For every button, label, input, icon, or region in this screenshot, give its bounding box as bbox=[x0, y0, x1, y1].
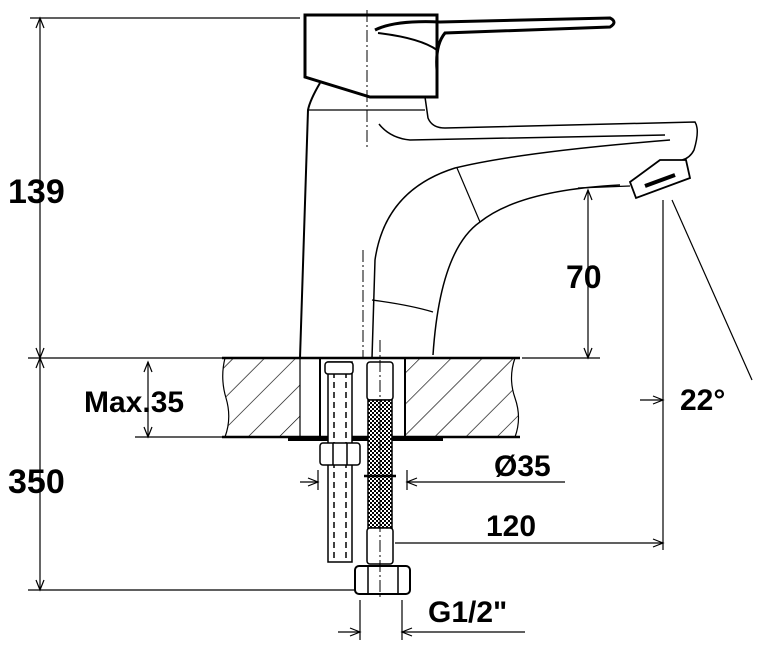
total-height-label: 139 bbox=[8, 173, 65, 211]
thread-label: G1/2" bbox=[428, 596, 507, 629]
spout-height-dimension bbox=[522, 185, 631, 360]
counter-top-section bbox=[222, 356, 520, 441]
spout-angle-label: 22° bbox=[680, 384, 725, 417]
spout-height-label: 70 bbox=[566, 259, 602, 295]
hole-diameter-label: Ø35 bbox=[494, 450, 551, 483]
spout-reach-label: 120 bbox=[486, 510, 536, 543]
height-dimension-chain bbox=[28, 16, 360, 592]
counter-thickness-dimension bbox=[135, 360, 225, 439]
max-thickness-label: Max.35 bbox=[84, 386, 184, 419]
hose-length-label: 350 bbox=[8, 463, 65, 501]
faucet-body bbox=[299, 10, 698, 359]
angle-and-reach-dimensions bbox=[300, 199, 753, 640]
supply-hoses bbox=[319, 340, 411, 600]
